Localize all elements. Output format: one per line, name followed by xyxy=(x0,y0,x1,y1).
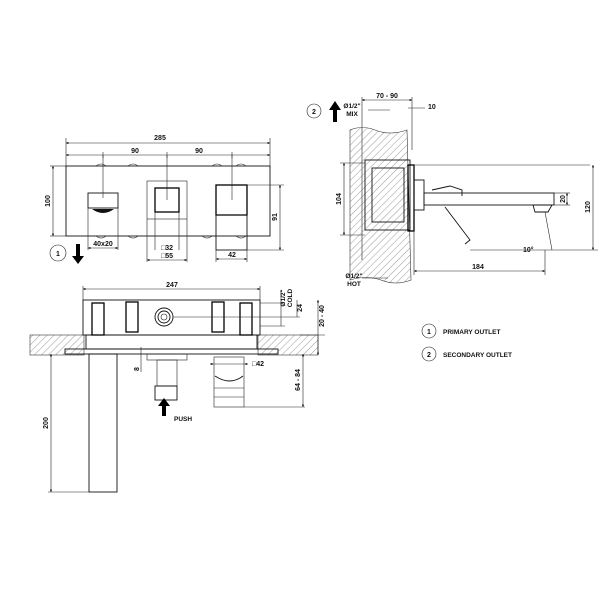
mix-inlet-size: Ø1/2" xyxy=(343,103,360,110)
dim-body-width: 247 xyxy=(166,282,178,289)
dim-angle: 10° xyxy=(523,246,534,254)
hot-inlet-size: Ø1/2" xyxy=(345,273,362,280)
push-label: PUSH xyxy=(174,416,192,423)
dim-depth-range: 64 - 84 xyxy=(295,369,302,391)
dim-wall-range: 20 - 40 xyxy=(319,305,326,327)
svg-text:1: 1 xyxy=(427,329,431,336)
dim-height: 100 xyxy=(45,195,52,207)
dim-square-42: □42 xyxy=(252,361,264,368)
svg-text:1: 1 xyxy=(56,251,60,258)
dim-spacing-left: 90 xyxy=(131,148,139,155)
dim-10: 10 xyxy=(428,104,436,111)
dim-depth-range: 70 - 90 xyxy=(376,93,398,100)
front-view: 285 90 90 100 40x20 □32 □5 xyxy=(45,135,284,264)
dim-outlet-size: 40x20 xyxy=(93,241,113,248)
legend-marker-1-icon xyxy=(421,323,437,339)
dim-spacing-right: 90 xyxy=(195,148,203,155)
side-view: 2 Ø1/2" MIX 70 - 90 10 104 20 xyxy=(306,93,598,288)
dim-body-height: 104 xyxy=(336,193,343,205)
arrow-down-icon xyxy=(72,244,84,264)
legend: 1 PRIMARY OUTLET 2 SECONDARY OUTLET xyxy=(421,323,512,362)
arrow-up-icon xyxy=(329,101,341,122)
mix-inlet-label: MIX xyxy=(346,111,358,118)
dim-spout-height: 20 xyxy=(560,195,567,203)
legend-marker-2-icon xyxy=(421,346,437,362)
dim-8: 8 xyxy=(134,367,141,371)
svg-text:2: 2 xyxy=(427,352,431,359)
svg-text:2: 2 xyxy=(312,109,316,116)
cold-inlet-size: Ø1/2" xyxy=(280,289,287,306)
push-arrow-icon xyxy=(158,398,170,416)
legend-item-primary: PRIMARY OUTLET xyxy=(443,329,500,336)
dim-handle-inner: □32 xyxy=(161,245,173,252)
marker-2-icon xyxy=(306,103,322,119)
plan-view: 247 Ø1/2" COLD 24 20 - 40 8 PUS xyxy=(29,282,326,493)
dim-overall-width: 285 xyxy=(154,135,166,142)
cold-inlet-label: COLD xyxy=(287,288,294,307)
legend-item-secondary: SECONDARY OUTLET xyxy=(443,352,512,359)
marker-1-icon xyxy=(49,244,67,262)
dim-length-200: 200 xyxy=(43,417,50,429)
dim-total-height: 120 xyxy=(585,201,592,213)
dim-lever-width: 42 xyxy=(228,252,236,259)
dim-lever-height: 91 xyxy=(272,213,279,221)
dim-spout-reach: 184 xyxy=(472,264,484,271)
hot-inlet-label: HOT xyxy=(347,281,361,288)
dim-inlet-offset: 24 xyxy=(297,304,304,312)
dim-handle-outer: □55 xyxy=(161,253,173,260)
